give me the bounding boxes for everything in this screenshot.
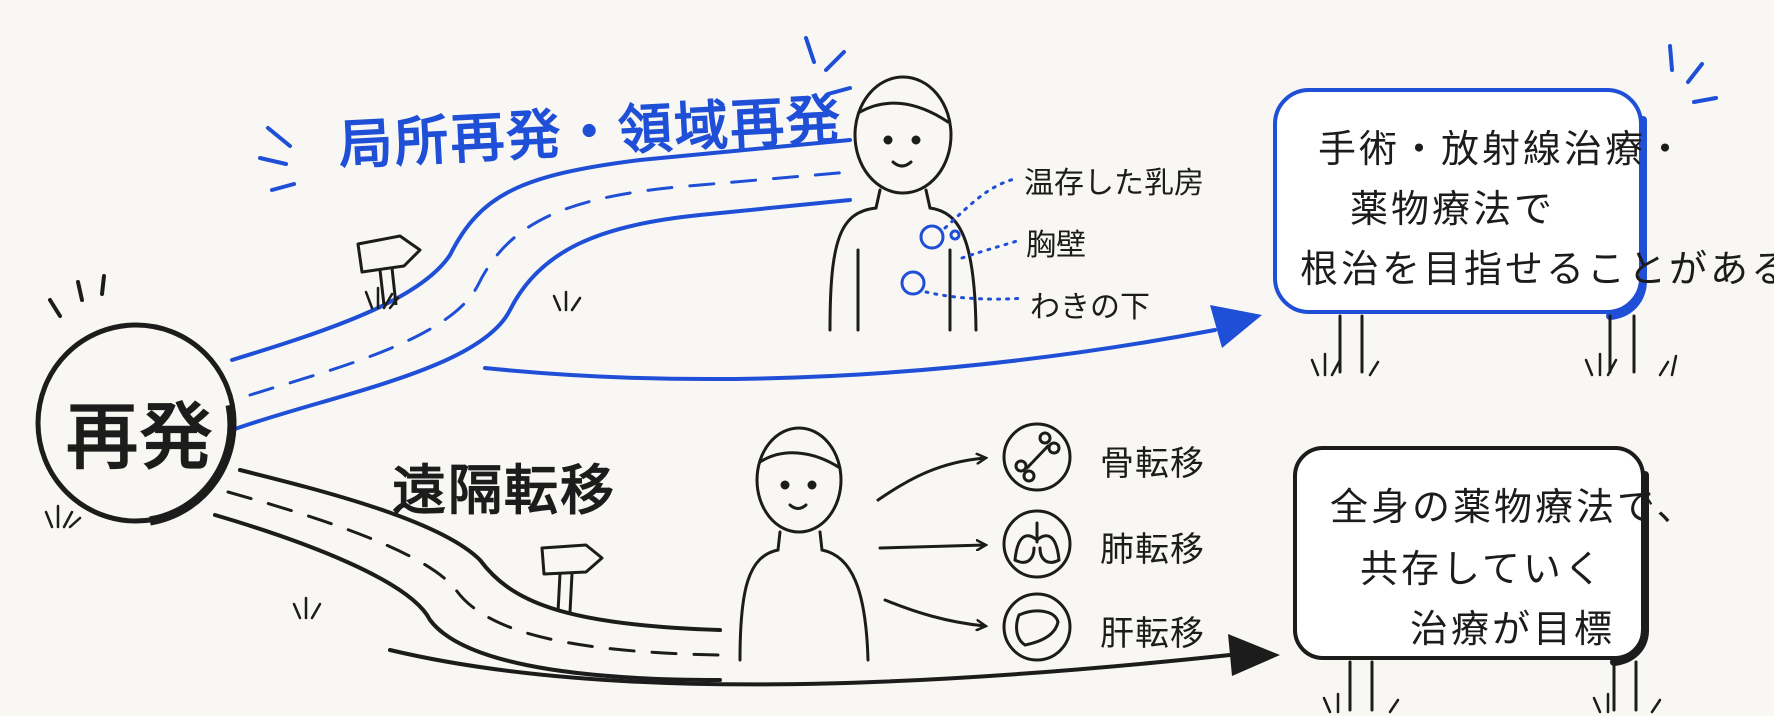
recurrence-circle — [35, 322, 237, 526]
metastasis-label-lung: 肺転移 — [1100, 530, 1205, 570]
local-sign-line-1: 手術・放射線治療・ — [1318, 127, 1688, 171]
distant-route-arrow — [388, 634, 1280, 687]
distant-sign-line-3: 治療が目標 — [1410, 607, 1616, 651]
local-sign-line-3: 根治を目指せることがある — [1300, 247, 1774, 291]
recurrence-label: 再発 — [66, 395, 215, 479]
signpost-icon — [356, 234, 422, 306]
local-recurrence-road — [230, 138, 852, 432]
distant-metastasis-title: 遠隔転移 — [392, 459, 616, 522]
site-label-chest-wall: 胸壁 — [1026, 228, 1086, 263]
grass-icon — [44, 286, 1678, 714]
distant-sign-line-1: 全身の薬物療法で、 — [1330, 485, 1698, 529]
local-site-leader-lines — [924, 176, 1026, 301]
site-label-conserved-breast: 温存した乳房 — [1024, 166, 1204, 201]
distant-sign-line-2: 共存していく — [1360, 547, 1605, 591]
center-emphasis-marks — [48, 274, 106, 318]
signpost-icon — [540, 543, 604, 613]
local-person-figure — [828, 75, 978, 332]
local-sign-line-2: 薬物療法で — [1350, 187, 1556, 231]
local-site-markers — [900, 224, 961, 296]
distant-metastasis-road — [213, 468, 722, 682]
metastasis-label-bone: 骨転移 — [1100, 444, 1205, 484]
local-route-arrow — [483, 305, 1262, 382]
metastasis-label-liver: 肝転移 — [1100, 614, 1205, 654]
distant-person-figure — [738, 426, 870, 662]
bone-icon — [1002, 422, 1072, 492]
local-title-emphasis-marks — [258, 36, 1718, 192]
liver-icon — [1002, 592, 1072, 662]
site-label-armpit: わきの下 — [1030, 290, 1150, 325]
lungs-icon — [1002, 509, 1072, 579]
local-outcome-signboard — [1273, 88, 1647, 374]
metastasis-arrows — [876, 458, 985, 626]
distant-outcome-signboard — [1293, 446, 1649, 712]
